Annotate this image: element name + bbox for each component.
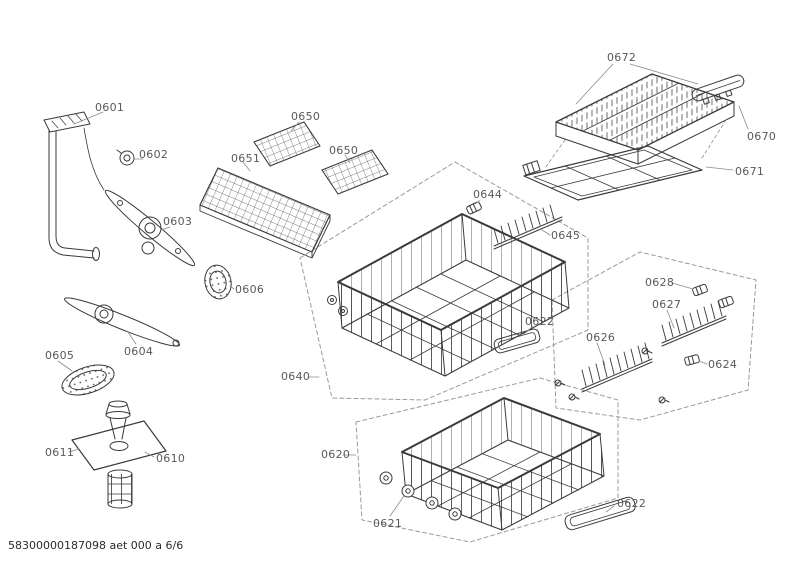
part-label-0644: 0644 — [473, 188, 503, 201]
part-label-0651: 0651 — [231, 152, 261, 165]
part-0611-0610-filter-unit — [71, 400, 167, 509]
part-label-0670: 0670 — [747, 130, 777, 143]
part-label-0650-a: 0650 — [291, 110, 321, 123]
part-0650-insert-b — [321, 149, 389, 195]
part-0624-clip — [683, 353, 701, 367]
part-0640-upper-basket — [327, 213, 570, 377]
document-code: 58300000187098 aet 000 a 6/6 — [8, 539, 184, 552]
part-label-0604: 0604 — [124, 345, 154, 358]
part-0672-cutlery-drawer — [555, 73, 745, 165]
part-label-0624: 0624 — [708, 358, 738, 371]
part-label-0671: 0671 — [735, 165, 765, 178]
part-0626-tine-row — [581, 342, 653, 393]
part-0605-strainer-plate — [61, 364, 115, 396]
part-0620-lower-basket — [401, 397, 605, 531]
group-outline-0620 — [355, 377, 619, 543]
part-0645-tine-row — [493, 204, 563, 250]
part-0606-filter-disc — [204, 264, 232, 300]
part-label-0605: 0605 — [45, 349, 75, 362]
part-label-0626: 0626 — [586, 331, 616, 344]
part-0650-insert-a — [253, 121, 321, 167]
leader-lines — [57, 63, 749, 517]
part-label-0621: 0621 — [373, 517, 403, 530]
part-label-0606: 0606 — [235, 283, 265, 296]
part-0601-inlet-pipe — [43, 111, 105, 261]
part-0603-upper-spray-arm — [104, 189, 196, 267]
part-0671-frame — [522, 145, 703, 201]
drawer-handle — [691, 74, 745, 105]
part-0627-tine-row — [661, 300, 727, 347]
part-0651-cutlery-rack — [199, 167, 331, 259]
part-label-0645: 0645 — [551, 229, 581, 242]
group-outline-0640 — [299, 161, 589, 401]
part-0644-clip — [465, 200, 483, 216]
part-label-0602: 0602 — [139, 148, 169, 161]
part-0622-lower-tray — [564, 496, 636, 531]
part-label-0601: 0601 — [95, 101, 125, 114]
part-label-0603: 0603 — [163, 215, 193, 228]
part-0604-lower-spray-arm — [63, 297, 181, 347]
part-0602-cap — [116, 149, 135, 166]
group-outline-accessories — [551, 251, 757, 421]
part-label-0622-lower: 0622 — [617, 497, 647, 510]
part-label-0672: 0672 — [607, 51, 637, 64]
part-0622-upper-tray — [493, 328, 541, 354]
part-label-0627: 0627 — [652, 298, 682, 311]
part-0628-clips — [691, 283, 735, 309]
part-label-0620: 0620 — [321, 448, 351, 461]
part-label-0640: 0640 — [281, 370, 311, 383]
part-label-0611: 0611 — [45, 446, 75, 459]
part-label-0610: 0610 — [156, 452, 186, 465]
part-label-0622-upper: 0622 — [525, 315, 555, 328]
fastener-screws — [554, 347, 670, 404]
part-label-0628: 0628 — [645, 276, 675, 289]
part-label-0650-b: 0650 — [329, 144, 359, 157]
